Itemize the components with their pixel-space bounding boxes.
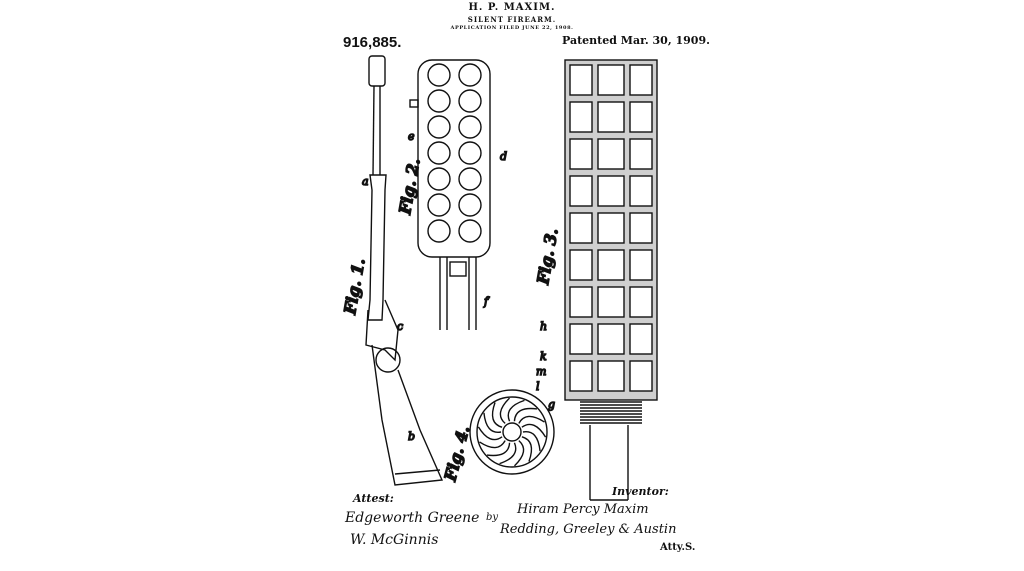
chamber-cell [597,286,625,318]
chamber-cell [569,64,593,96]
fig2-label: Fig. 2. [395,157,424,217]
label-f: f [483,295,490,308]
baffle-casing [417,59,491,258]
witness-signature-1: Edgeworth Greene [345,510,480,526]
label-m: m [536,365,546,378]
chamber-cell [569,138,593,170]
vane [499,442,517,465]
label-h: h [540,320,547,333]
attorneys-signature: Redding, Greeley & Austin [500,522,677,537]
by-label: by [486,512,499,523]
pin [409,99,419,108]
patent-number: 916,885. [343,34,402,51]
vane [518,415,545,424]
label-e: e [408,130,415,143]
chamber-cell [597,138,625,170]
baffle-cup [458,63,482,87]
baffle-cup [427,89,451,113]
label-d: d [500,150,507,163]
attys-label: Atty.S. [660,542,696,553]
baffle-cup [427,219,451,243]
application-date: APPLICATION FILED JUNE 22, 1908. [450,25,574,31]
vane [513,440,525,467]
bore [449,261,467,277]
baffle-cup [458,115,482,139]
fig2-baffle-section [409,59,491,330]
chamber-cell [597,175,625,207]
label-c: c [397,320,403,333]
disc-inner [476,396,548,468]
label-k: k [540,350,547,363]
vane [486,442,511,457]
baffle-cup [458,89,482,113]
chamber-cell [569,286,593,318]
chamber-cell [629,286,653,318]
patent-title: SILENT FIREARM. [467,15,557,24]
chamber-cell [629,101,653,133]
fig3-silencer-section [564,59,658,501]
baffle-cup [458,219,482,243]
disc-bore [502,422,522,442]
fig1-rifle [365,55,444,486]
patent-date: Patented Mar. 30, 1909. [562,34,710,47]
inventor-label: Inventor: [612,485,669,498]
chamber-cell [629,360,653,392]
inventor-signature: Hiram Percy Maxim [517,502,649,517]
vane [513,407,538,422]
vane [522,431,541,452]
chamber-cell [597,101,625,133]
vane [521,423,547,438]
vane [479,440,506,449]
chamber-cell [629,64,653,96]
baffle-cup [427,141,451,165]
vane [483,412,502,433]
fig4-baffle-disc [469,389,555,475]
label-g: g [548,398,555,411]
baffle-cup [427,167,451,191]
vane [499,397,511,424]
chamber-cell [569,323,593,355]
chamber-cell [629,249,653,281]
vane [491,402,503,428]
chamber-cell [569,101,593,133]
attest-label: Attest: [353,492,394,505]
fig4-label: Fig. 4. [440,424,473,484]
fig1-label: Fig. 1. [340,257,369,317]
chamber-cell [629,175,653,207]
chamber-cell [569,249,593,281]
vane [521,436,533,462]
chamber-cell [569,360,593,392]
witness-signature-2: W. McGinnis [350,532,439,548]
chamber-cell [629,323,653,355]
baffle-cup [458,141,482,165]
chamber-cell [569,175,593,207]
label-l: l [536,380,540,393]
chamber-cell [597,249,625,281]
inventor-name: H. P. MAXIM. [468,2,556,13]
disc-outer [469,389,555,475]
vane [477,426,503,441]
chamber-cell [597,323,625,355]
barrel-tube [439,257,477,330]
chamber-cell [597,360,625,392]
chamber-cell [629,138,653,170]
chamber-cell [569,212,593,244]
chamber-cell [597,64,625,96]
baffle-cup [427,193,451,217]
baffle-cup [427,115,451,139]
baffle-cup [458,167,482,191]
baffle-cup [458,193,482,217]
baffle-cup [427,63,451,87]
label-a: a [362,175,369,188]
fig3-label: Fig. 3. [533,227,562,287]
barrel [589,425,629,501]
vane [507,399,525,422]
chamber-cell [629,212,653,244]
chamber-cell [597,212,625,244]
label-b: b [408,430,415,443]
